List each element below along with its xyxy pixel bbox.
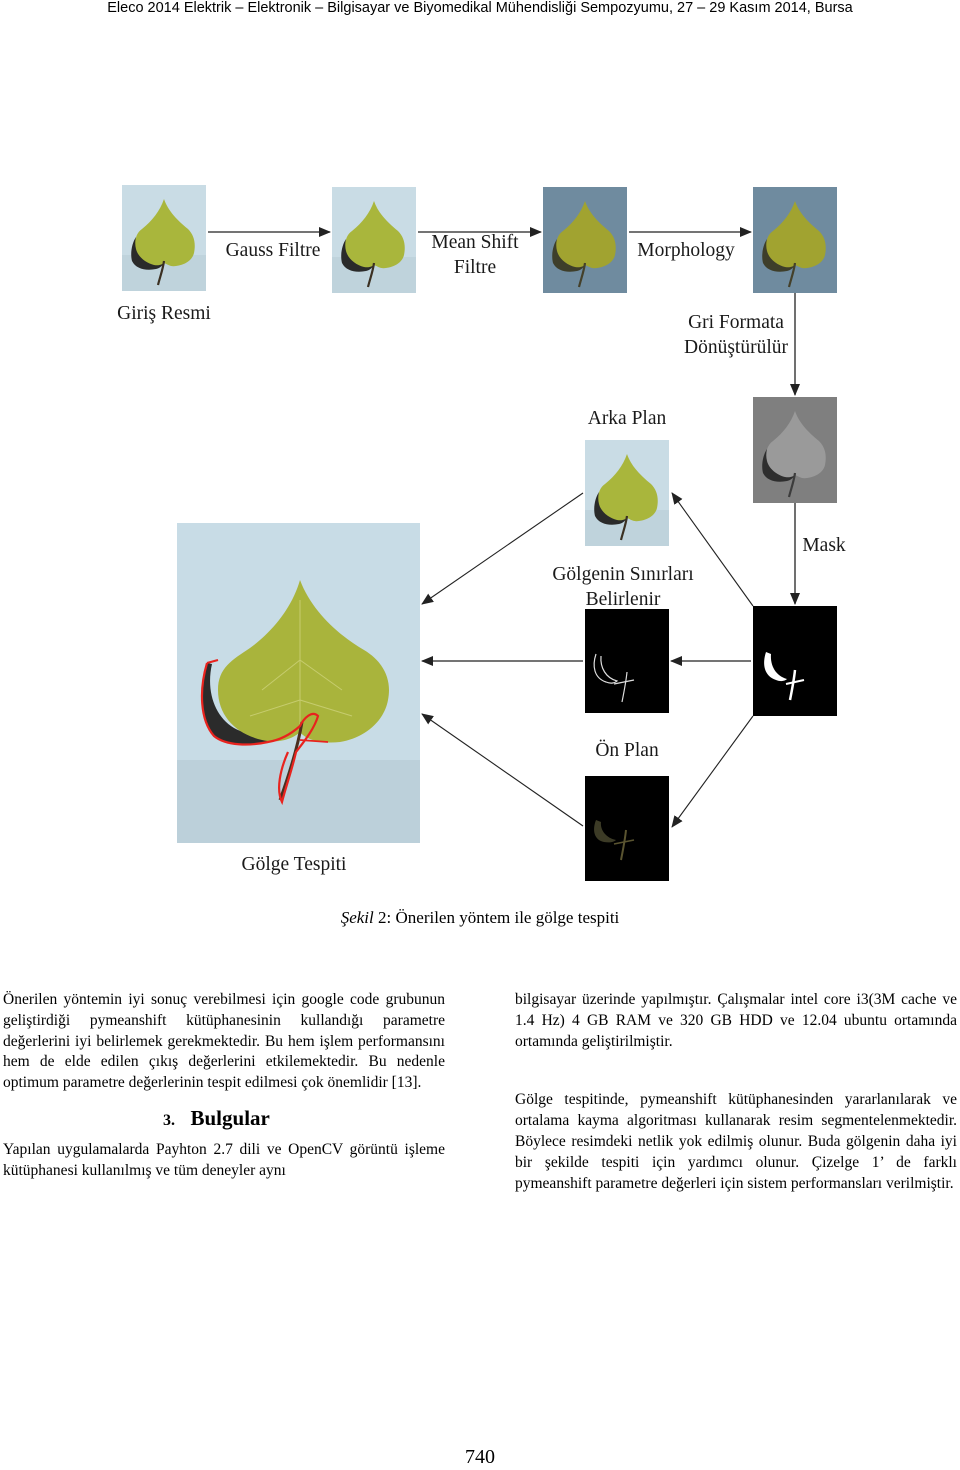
caption-label: Şekil <box>340 908 374 927</box>
label-morphology: Morphology <box>637 240 735 261</box>
morphology-image <box>753 187 837 293</box>
section-title: Bulgular <box>190 1105 270 1130</box>
label-mask: Mask <box>802 535 846 556</box>
label-foreground: Ön Plan <box>595 740 659 761</box>
paragraph-applications: Yapılan uygulamalarda Payhton 2.7 dili v… <box>3 1140 445 1179</box>
gauss-filtered-image <box>332 187 416 293</box>
label-mean-shift-line1: Mean Shift <box>431 232 519 253</box>
label-input: Giriş Resmi <box>117 303 211 324</box>
shadow-detection-result-image <box>177 523 420 843</box>
mean-shift-image <box>543 187 627 293</box>
paragraph-segmentation: Gölge tespitinde, pymeanshift kütüphanes… <box>515 1091 957 1192</box>
mask-image <box>753 606 837 716</box>
section-number: 3. <box>163 1111 175 1129</box>
label-boundaries-line1: Gölgenin Sınırları <box>552 564 694 585</box>
caption-number: 2: <box>378 908 392 927</box>
gray-image <box>753 397 837 503</box>
label-gray-line2: Dönüştürülür <box>684 337 789 358</box>
section-heading: 3. Bulgular <box>163 1105 445 1132</box>
paragraph-hardware: bilgisayar üzerinde yapılmıştır. Çalışma… <box>515 991 957 1050</box>
label-mean-shift-line2: Filtre <box>454 257 496 278</box>
input-image <box>122 185 206 291</box>
method-flow-figure: Gauss Filtre Mean Shift Filtre Morpholog… <box>117 0 846 881</box>
background-image <box>585 440 669 546</box>
label-gauss: Gauss Filtre <box>226 240 321 261</box>
label-gray-line1: Gri Formata <box>688 312 784 333</box>
page-number: 740 <box>465 1446 495 1468</box>
right-column: bilgisayar üzerinde yapılmıştır. Çalışma… <box>515 990 957 1194</box>
left-column: Önerilen yöntemin iyi sonuç verebilmesi … <box>3 990 445 1181</box>
figure-caption: Şekil 2: Önerilen yöntem ile gölge tespi… <box>0 908 960 928</box>
label-shadow-detection: Gölge Tespiti <box>242 854 348 875</box>
label-background: Arka Plan <box>588 408 667 429</box>
caption-text: Önerilen yöntem ile gölge tespiti <box>395 908 620 927</box>
foreground-image <box>585 776 669 881</box>
shadow-boundary-image <box>585 609 669 713</box>
running-header: Eleco 2014 Elektrik – Elektronik – Bilgi… <box>107 0 853 16</box>
paragraph-parameters: Önerilen yöntemin iyi sonuç verebilmesi … <box>3 991 445 1092</box>
label-boundaries-line2: Belirlenir <box>586 589 661 610</box>
